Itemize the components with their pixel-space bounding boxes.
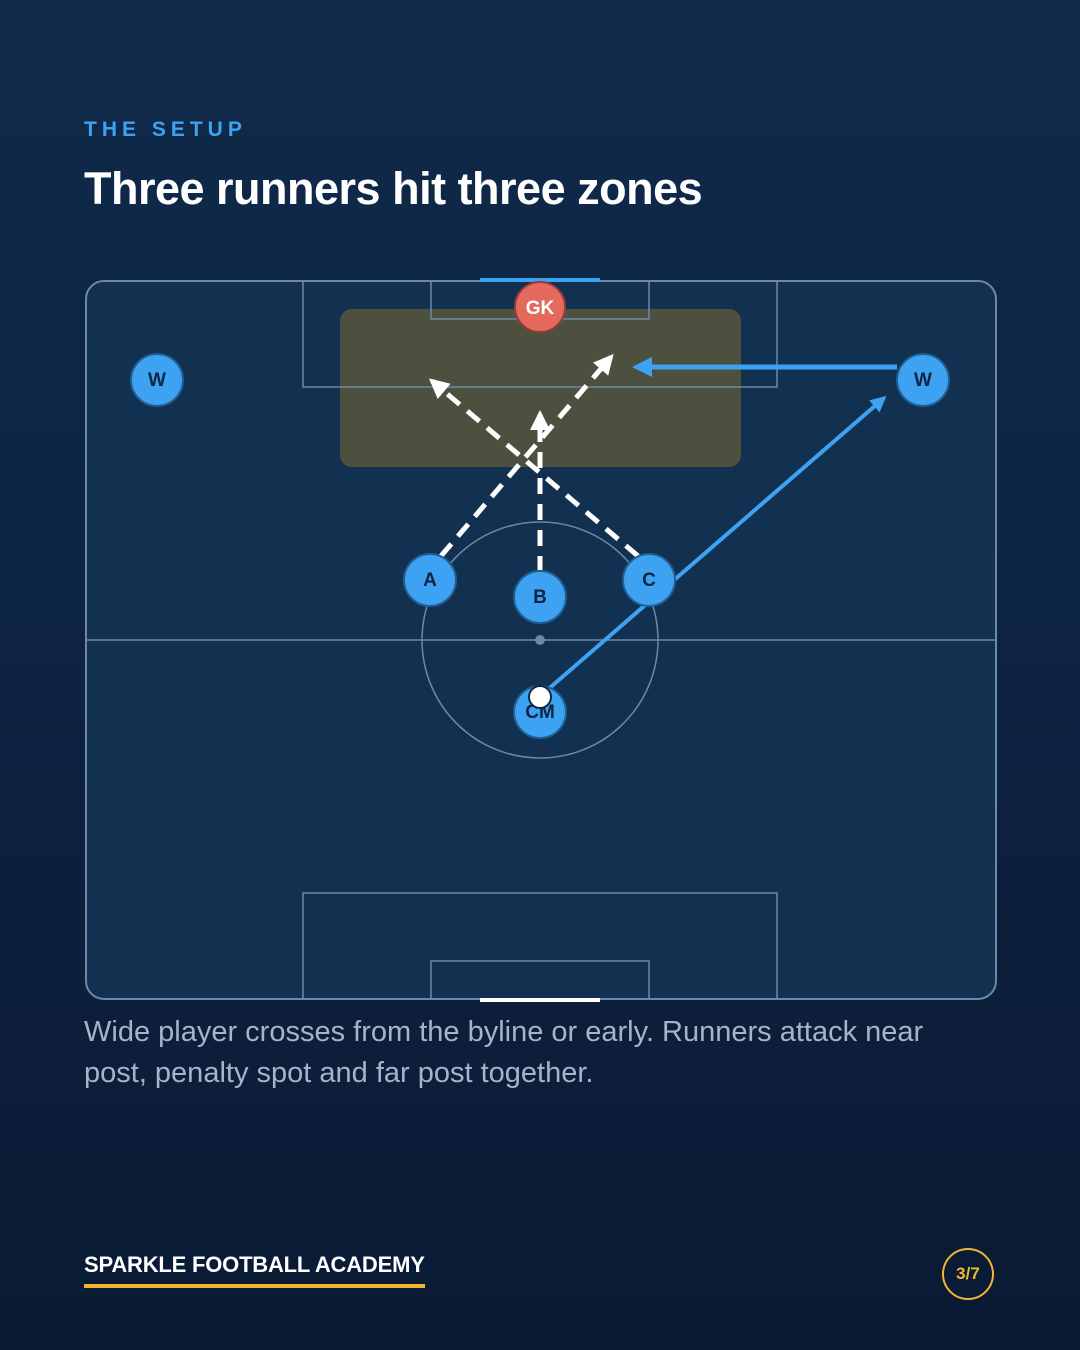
runner-c-label: C: [642, 570, 656, 591]
pass-arrow-switch: [543, 395, 887, 694]
wide-right-label: W: [914, 370, 932, 391]
centre-spot: [535, 635, 545, 645]
wide-left-label: W: [148, 370, 166, 391]
slide-title: Three runners hit three zones: [84, 163, 703, 214]
run-arrow-c: [428, 378, 640, 558]
runner-a-label: A: [423, 570, 437, 591]
player-goalkeeper: GK: [514, 281, 566, 333]
player-runner-b: B: [513, 570, 567, 624]
brand-name: SPARKLE FOOTBALL ACADEMY: [84, 1252, 425, 1288]
goalkeeper-label: GK: [526, 298, 555, 319]
player-wide-right: W: [896, 353, 950, 407]
ball-icon: [528, 685, 552, 709]
player-runner-a: A: [403, 553, 457, 607]
page-indicator: 3/7: [942, 1248, 994, 1300]
player-runner-c: C: [622, 553, 676, 607]
diagram-caption: Wide player crosses from the byline or e…: [84, 1016, 924, 1089]
runner-b-label: B: [533, 587, 547, 608]
pitch-diagram: GK W W A B C CM: [84, 277, 998, 1002]
centre-circle: [421, 521, 659, 759]
eyebrow-label: THE SETUP: [84, 118, 247, 141]
center-mid-label: CM: [525, 702, 555, 723]
run-arrow-a: [439, 353, 614, 558]
target-zone: [340, 309, 741, 467]
player-wide-left: W: [130, 353, 184, 407]
